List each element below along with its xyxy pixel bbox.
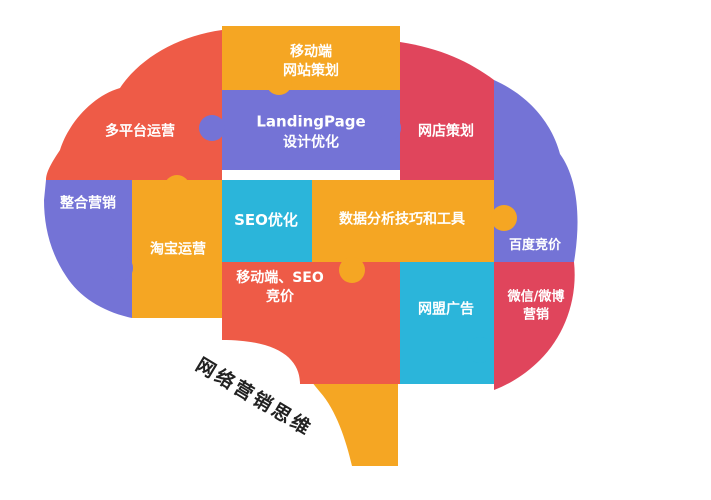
label-data-analysis: 数据分析技巧和工具 <box>339 211 465 228</box>
piece-mobile-seo <box>222 262 400 384</box>
piece-data-analysis <box>312 180 494 262</box>
label-baidu-bid: 百度竞价 <box>508 238 562 254</box>
piece-seo <box>222 180 312 262</box>
knob-mobile-site <box>266 69 292 95</box>
label-seo: SEO优化 <box>234 210 298 229</box>
label-weibo-line2: 营销 <box>522 307 549 322</box>
piece-multi-platform <box>46 30 222 180</box>
knob-alliance-ads <box>467 337 493 363</box>
label-mobile-seo: 移动端、SEO 竞价 <box>236 269 324 307</box>
knob-taobao <box>164 175 190 201</box>
label-weibo-line1: 微信/微博 <box>507 289 565 305</box>
label-integrated: 整合营销 <box>60 195 116 212</box>
label-mobile-seo-line1: 移动端、SEO <box>236 270 324 287</box>
piece-landing-page <box>222 90 400 170</box>
label-mobile-site: 移动端 网站策划 <box>283 43 339 81</box>
label-shop-plan: 网店策划 <box>418 123 474 140</box>
piece-alliance-ads <box>400 262 494 384</box>
label-mobile-site-line1: 移动端 <box>290 44 332 61</box>
label-landing-page-line2: 设计优化 <box>283 134 339 151</box>
piece-integrated <box>44 180 132 318</box>
label-multi-platform: 多平台运营 <box>105 123 175 140</box>
piece-weibo <box>494 262 575 390</box>
piece-mobile-site <box>222 26 400 90</box>
piece-baidu-bid <box>494 80 578 262</box>
label-landing-page: LandingPage 设计优化 <box>256 111 365 152</box>
knob-data-analysis <box>491 205 517 231</box>
knob-landing-page <box>199 115 225 141</box>
piece-taobao <box>132 180 222 318</box>
knob-landing-page-right <box>375 115 401 141</box>
label-weibo: 微信/微博 营销 <box>508 288 565 323</box>
label-mobile-site-line2: 网站策划 <box>283 63 339 79</box>
label-landing-page-line1: LandingPage <box>256 112 366 131</box>
piece-shop-plan <box>400 42 494 180</box>
label-mobile-seo-line2: 竞价 <box>266 289 294 305</box>
label-taobao: 淘宝运营 <box>150 241 206 258</box>
label-alliance-ads: 网盟广告 <box>418 301 474 318</box>
knob-integrated <box>107 255 133 281</box>
knob-data-analysis-bottom <box>339 257 365 283</box>
